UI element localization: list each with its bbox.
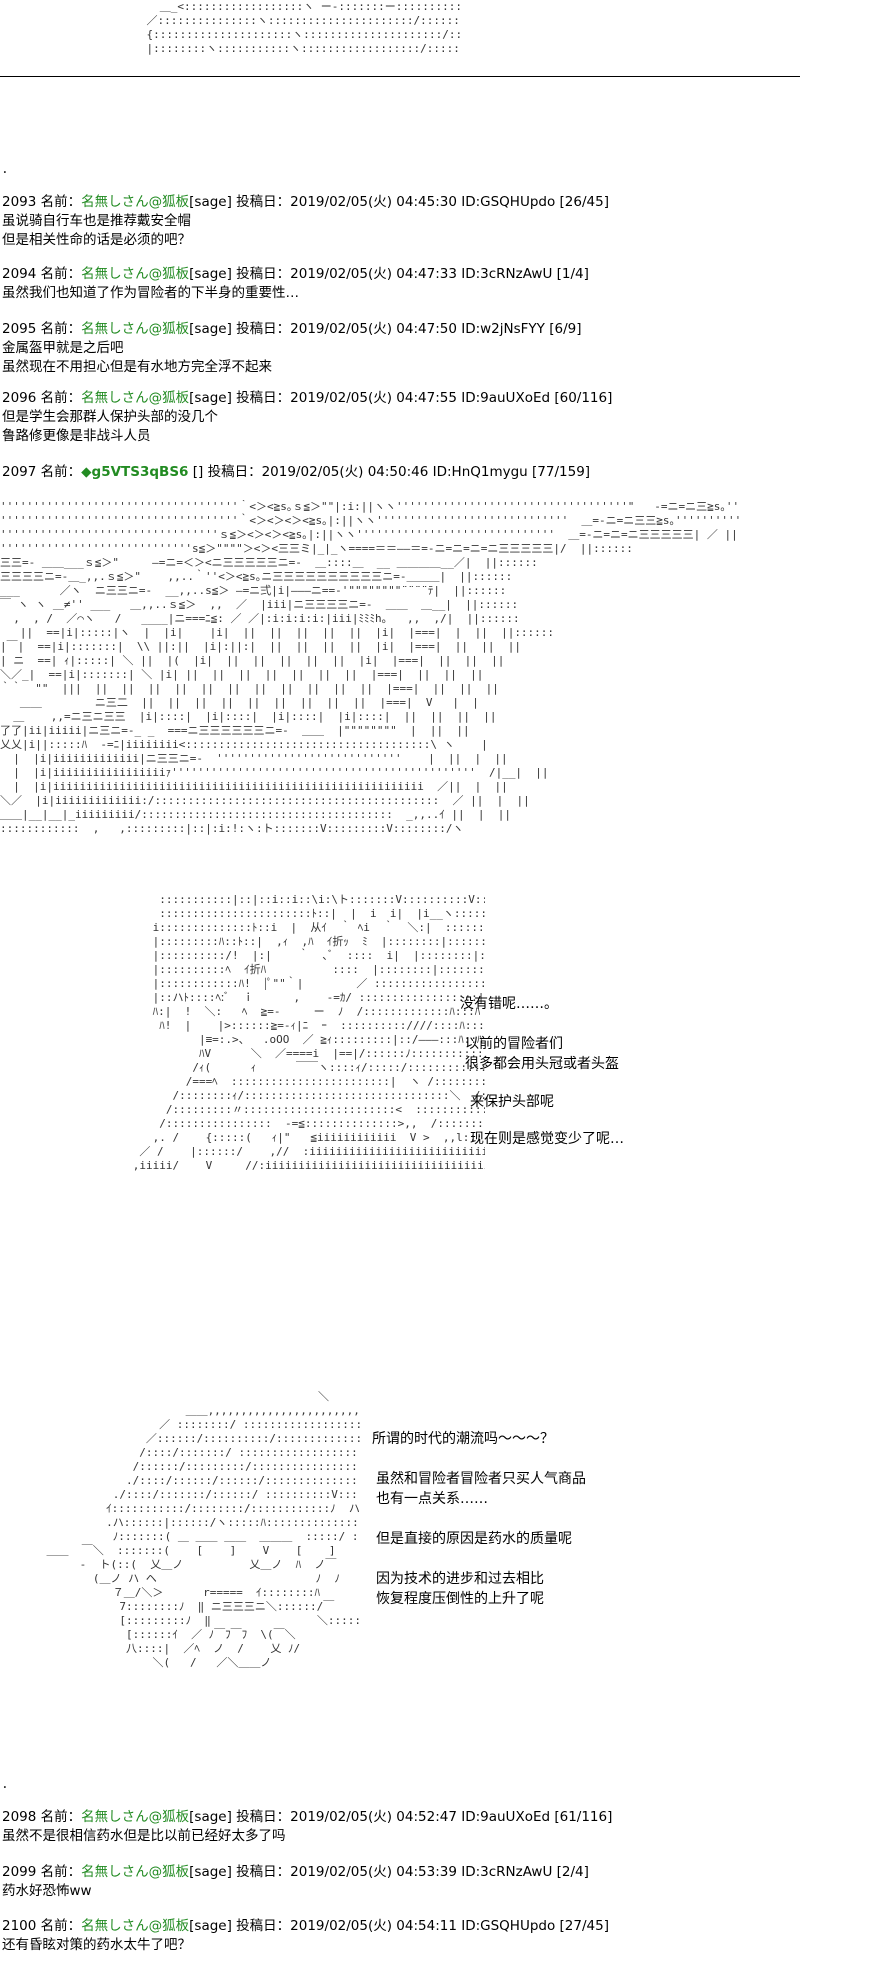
post-meta: [sage] 投稿日：2019/02/05(火) 04:47:50 ID:w2j… <box>189 321 582 337</box>
post-meta: [sage] 投稿日：2019/02/05(火) 04:47:33 ID:3cR… <box>189 266 589 282</box>
post-body-line: 虽然我们也知道了作为冒险者的下半身的重要性… <box>2 285 299 301</box>
dialog-line: 因为技术的进步和过去相比 <box>376 1571 544 1587</box>
post-number: 2099 <box>2 1864 37 1880</box>
poster-name-link[interactable]: 名無しさん@狐板 <box>81 266 190 282</box>
post-2096: 2096 名前：名無しさん@狐板[sage] 投稿日：2019/02/05(火)… <box>2 389 862 446</box>
dialog-line: 以前的冒险者们 <box>465 1036 563 1052</box>
name-label: 名前： <box>36 194 82 210</box>
post-meta: [sage] 投稿日：2019/02/05(火) 04:47:55 ID:9au… <box>189 390 613 406</box>
post-number: 2093 <box>2 194 37 210</box>
dialog-line: 但是直接的原因是药水的质量呢 <box>376 1531 572 1547</box>
dialog-line: 来保护头部呢 <box>470 1094 554 1110</box>
post-2094: 2094 名前：名無しさん@狐板[sage] 投稿日：2019/02/05(火)… <box>2 265 862 303</box>
name-label: 名前： <box>36 321 82 337</box>
post-body-line: 金属盔甲就是之后吧 <box>2 340 124 356</box>
post-number: 2096 <box>2 390 37 406</box>
post-body-line: 鲁路修更像是非战斗人员 <box>2 428 151 444</box>
post-meta: [sage] 投稿日：2019/02/05(火) 04:52:47 ID:9au… <box>189 1809 613 1825</box>
post-2098: 2098 名前：名無しさん@狐板[sage] 投稿日：2019/02/05(火)… <box>2 1808 862 1846</box>
dialog-line: 也有一点关系…… <box>376 1491 488 1507</box>
name-label: 名前： <box>36 1918 82 1934</box>
scene-ascii-art: ''''''''''''''''''''''''''''''''''''｀<＞<… <box>0 500 740 835</box>
post-body-line: 但是相关性命的话是必须的吧？ <box>2 232 191 248</box>
post-body-line: 还有昏眩对策的药水太牛了吧？ <box>2 1937 191 1953</box>
post-2099: 2099 名前：名無しさん@狐板[sage] 投稿日：2019/02/05(火)… <box>2 1863 862 1901</box>
poster-name-link[interactable]: 名無しさん@狐板 <box>81 390 190 406</box>
post-body-line: 虽说骑自行车也是推荐戴安全帽 <box>2 213 191 229</box>
post-number: 2097 <box>2 464 37 480</box>
poster-name-link[interactable]: 名無しさん@狐板 <box>81 1918 190 1934</box>
name-label: 名前： <box>36 390 82 406</box>
name-label: 名前： <box>36 1809 82 1825</box>
dialog-line: 没有错呢……。 <box>460 996 558 1012</box>
poster-trip-link[interactable]: ◆g5VTS3qBS6 <box>81 464 189 480</box>
dialog-line: 现在则是感觉变少了呢… <box>470 1131 624 1147</box>
poster-name-link[interactable]: 名無しさん@狐板 <box>81 1809 190 1825</box>
poster-name-link[interactable]: 名無しさん@狐板 <box>81 1864 190 1880</box>
divider-line <box>0 76 800 77</box>
post-number: 2095 <box>2 321 37 337</box>
post-meta: [sage] 投稿日：2019/02/05(火) 04:54:11 ID:GSQ… <box>189 1918 609 1934</box>
character-ascii-art: :::::::::::|::|::i::i::\i:\ト:::::::V::::… <box>132 893 485 1172</box>
separator-dot: ． <box>2 162 15 176</box>
name-label: 名前： <box>36 266 82 282</box>
dialog-line: 恢复程度压倒性的上升了呢 <box>376 1591 544 1607</box>
post-number: 2098 <box>2 1809 37 1825</box>
post-2093: 2093 名前：名無しさん@狐板[sage] 投稿日：2019/02/05(火)… <box>2 193 862 250</box>
post-meta: [] 投稿日：2019/02/05(火) 04:50:46 ID:HnQ1myg… <box>188 464 591 480</box>
top-ascii-art: ＿_<::::::::::::::::::ヽ ー‐:::::::ー:::::::… <box>146 0 460 55</box>
name-label: 名前： <box>36 1864 82 1880</box>
post-body-line: 但是学生会那群人保护头部的没几个 <box>2 409 218 425</box>
dialog-line: 很多都会用头冠或者头盔 <box>465 1056 619 1072</box>
post-body-line: 虽然现在不用担心但是有水地方完全浮不起来 <box>2 359 272 375</box>
post-body-line: 虽然不是很相信药水但是比以前已经好太多了吗 <box>2 1828 286 1844</box>
name-label: 名前： <box>36 464 82 480</box>
post-body-line: 药水好恐怖ww <box>2 1883 92 1899</box>
post-number: 2100 <box>2 1918 37 1934</box>
post-number: 2094 <box>2 266 37 282</box>
post-2097: 2097 名前：◆g5VTS3qBS6 [] 投稿日：2019/02/05(火)… <box>2 463 862 482</box>
chibi-ascii-art: ＼ ＿＿,,,,,,,,,,,,,,,,,,,,,,,,<) ／ :::::::… <box>46 1390 360 1669</box>
post-2095: 2095 名前：名無しさん@狐板[sage] 投稿日：2019/02/05(火)… <box>2 320 862 377</box>
post-2100: 2100 名前：名無しさん@狐板[sage] 投稿日：2019/02/05(火)… <box>2 1917 862 1955</box>
poster-name-link[interactable]: 名無しさん@狐板 <box>81 321 190 337</box>
poster-name-link[interactable]: 名無しさん@狐板 <box>81 194 190 210</box>
dialog-line: 虽然和冒险者冒险者只买人气商品 <box>376 1471 586 1487</box>
dialog-line: 所谓的时代的潮流吗～～～？ <box>372 1431 554 1447</box>
post-meta: [sage] 投稿日：2019/02/05(火) 04:45:30 ID:GSQ… <box>189 194 609 210</box>
post-meta: [sage] 投稿日：2019/02/05(火) 04:53:39 ID:3cR… <box>189 1864 589 1880</box>
separator-dot: ． <box>2 1777 15 1791</box>
